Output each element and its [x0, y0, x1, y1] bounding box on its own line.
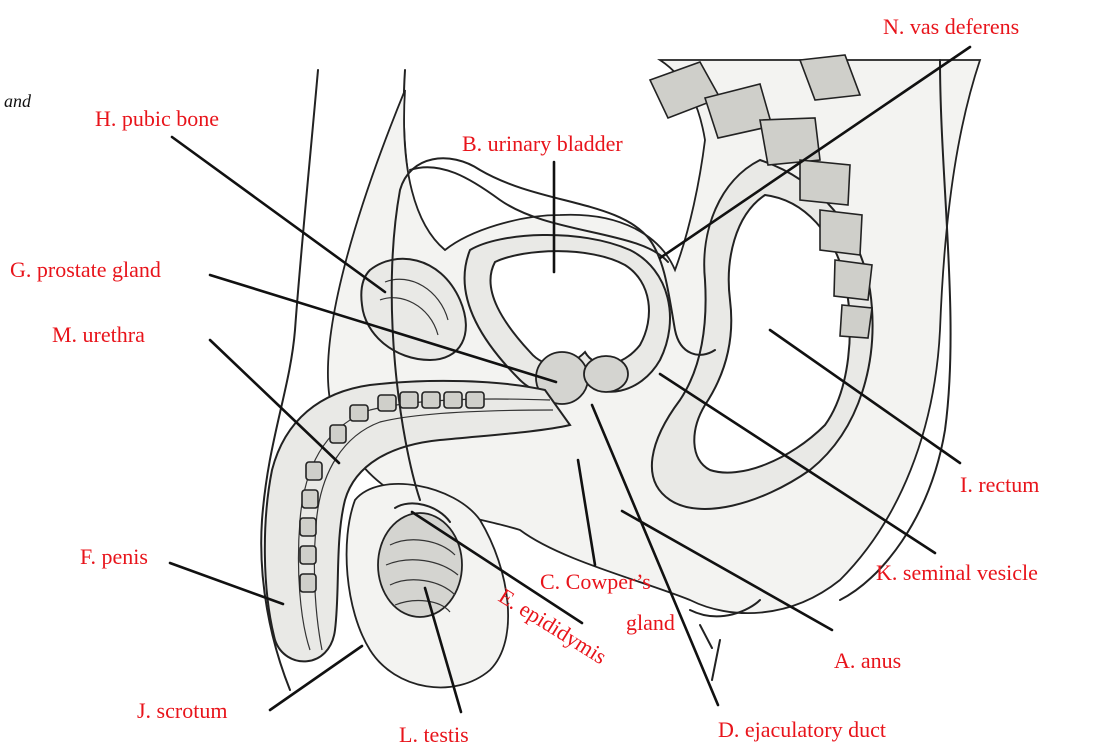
testis	[378, 513, 462, 617]
label-ejaculatory-duct: D. ejaculatory duct	[718, 717, 886, 742]
label-scrotum: J. scrotum	[137, 698, 227, 723]
label-anus: A. anus	[834, 648, 901, 673]
label-prostate-gland: G. prostate gland	[10, 257, 161, 282]
label-vas-deferens: N. vas deferens	[883, 14, 1019, 39]
label-cowpers-gland-line2: gland	[626, 610, 675, 635]
label-urethra: M. urethra	[52, 322, 145, 347]
label-testis: L. testis	[399, 722, 469, 747]
label-pubic-bone: H. pubic bone	[95, 106, 219, 131]
label-penis: F. penis	[80, 544, 148, 569]
label-urinary-bladder: B. urinary bladder	[462, 131, 623, 156]
leader-pubic-bone	[172, 137, 385, 292]
label-seminal-vesicle: K. seminal vesicle	[876, 560, 1038, 585]
label-cowpers-gland-line1: C. Cowper’s	[540, 569, 651, 594]
label-rectum: I. rectum	[960, 472, 1039, 497]
seminal-vesicle	[584, 356, 628, 392]
label-epididymis: E. epididymis	[494, 583, 611, 669]
page-fragment-text: and	[4, 91, 32, 111]
